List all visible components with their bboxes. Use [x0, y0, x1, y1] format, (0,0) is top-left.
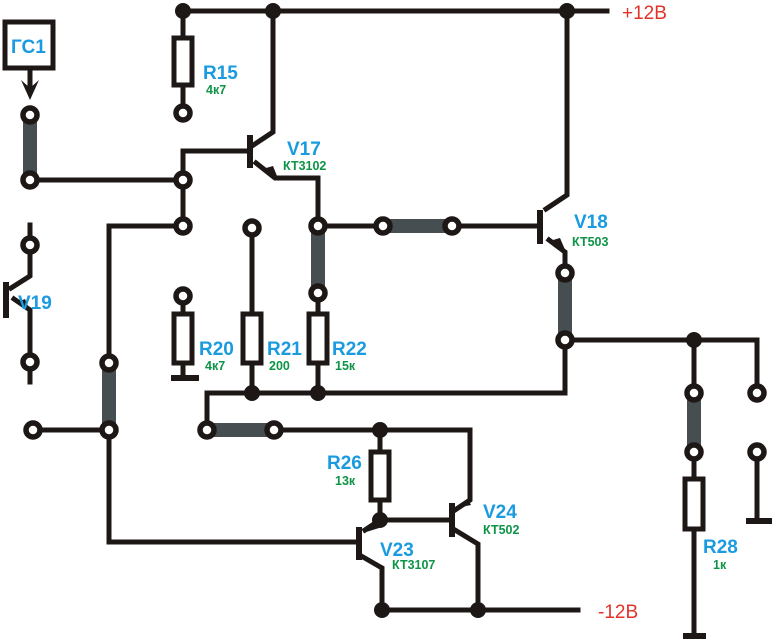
pad-v18-jumper-a[interactable]: [373, 216, 393, 236]
wire-left-down: [106, 427, 361, 545]
v23-ref: V23: [380, 540, 414, 561]
wire-v18-collector: [542, 8, 570, 213]
pad-v19-emitter[interactable]: [20, 352, 40, 372]
pads: [20, 103, 767, 462]
generator-arrow-icon: [21, 80, 39, 100]
r15-value: 4к7: [206, 83, 226, 97]
pad-r28-top[interactable]: [684, 383, 704, 403]
junction: [372, 512, 388, 528]
v24-type: КТ502: [483, 523, 519, 537]
wire-left-loop: [106, 223, 186, 366]
pad-r22-top[interactable]: [308, 283, 328, 303]
v23-type: КТ3107: [392, 558, 435, 572]
r22-ref: R22: [332, 339, 367, 360]
supply-negative-label: -12В: [598, 602, 638, 623]
wire-v23-collector: [359, 553, 385, 613]
v17-ref: V17: [287, 139, 321, 160]
junction: [310, 385, 326, 401]
pad-left-jumper-bottom[interactable]: [99, 420, 119, 440]
r28-value: 1к: [713, 558, 727, 572]
v18-ref: V18: [574, 212, 608, 233]
wire-v17-base: [180, 148, 250, 183]
r22-value: 15к: [335, 359, 356, 373]
pad-input[interactable]: [20, 170, 40, 190]
resistor-r20: [171, 311, 195, 366]
pad-out-a[interactable]: [747, 383, 767, 403]
v17-type: КТ3102: [283, 159, 326, 173]
junction: [686, 332, 702, 348]
wire-v17-emitter: [252, 159, 321, 229]
pad-out-b[interactable]: [747, 442, 767, 462]
pad-feedback-a[interactable]: [197, 420, 217, 440]
generator-box: [2, 19, 56, 71]
junction: [559, 3, 575, 19]
transistor-v17-arrow: [266, 166, 279, 181]
resistor-r15: [171, 35, 195, 88]
pad-left-node[interactable]: [173, 216, 193, 236]
junction: [175, 3, 191, 19]
r15-ref: R15: [203, 63, 238, 84]
junction: [374, 602, 390, 618]
pad-r15[interactable]: [173, 103, 193, 123]
pad-r21-top[interactable]: [242, 218, 262, 238]
resistor-r28: [682, 476, 706, 532]
junctions: [175, 3, 702, 618]
transistor-v24-arrow: [456, 499, 471, 508]
resistor-r21: [240, 311, 264, 366]
transistors: [3, 135, 566, 560]
supply-positive-label: +12В: [622, 3, 667, 24]
pad-v17-base[interactable]: [173, 170, 193, 190]
ground-bars: [171, 375, 772, 639]
pad-feedback-b[interactable]: [264, 420, 284, 440]
pad-gs1-out[interactable]: [20, 105, 40, 125]
pad-v18-emitter[interactable]: [555, 263, 575, 283]
pad-left-terminal[interactable]: [23, 420, 43, 440]
r26-ref: R26: [327, 453, 362, 474]
junction: [470, 602, 486, 618]
resistor-r22: [306, 311, 330, 366]
wires: [7, 8, 760, 635]
junction: [244, 385, 260, 401]
r28-ref: R28: [703, 537, 738, 558]
r21-ref: R21: [267, 339, 302, 360]
wire-v24-collector: [451, 526, 481, 613]
pad-output[interactable]: [555, 330, 575, 350]
v19-ref: V19: [18, 293, 52, 314]
pad-r20-top[interactable]: [173, 286, 193, 306]
jumpers: [23, 115, 701, 452]
pad-v18-jumper-b[interactable]: [442, 216, 462, 236]
r26-value: 13к: [335, 474, 356, 488]
junction: [265, 3, 281, 19]
transistor-v19-arrow: [18, 299, 31, 313]
v18-type: КТ503: [572, 235, 608, 249]
wire-output: [562, 337, 760, 396]
pad-r28-bottom[interactable]: [684, 442, 704, 462]
resistor-r26: [368, 449, 392, 503]
r21-value: 200: [269, 359, 290, 373]
pad-v19-collector[interactable]: [20, 235, 40, 255]
v24-ref: V24: [483, 502, 517, 523]
transistor-v18-arrow: [553, 238, 566, 252]
junction: [372, 422, 388, 438]
generator-gs1: ГС1: [2, 19, 56, 100]
wire-v19-collector: [7, 222, 33, 292]
labels: +12В -12В R15 4к7 R20 4к7 R21 200 R22 15…: [18, 3, 738, 623]
wire-bias-bus: [204, 337, 568, 433]
generator-label: ГС1: [11, 37, 46, 58]
resistors: [171, 35, 706, 532]
pad-left-jumper-top[interactable]: [99, 353, 119, 373]
pad-v17-emitter[interactable]: [308, 216, 328, 236]
wire-v17-collector: [248, 8, 276, 150]
r20-ref: R20: [199, 339, 234, 360]
r20-value: 4к7: [205, 359, 225, 373]
